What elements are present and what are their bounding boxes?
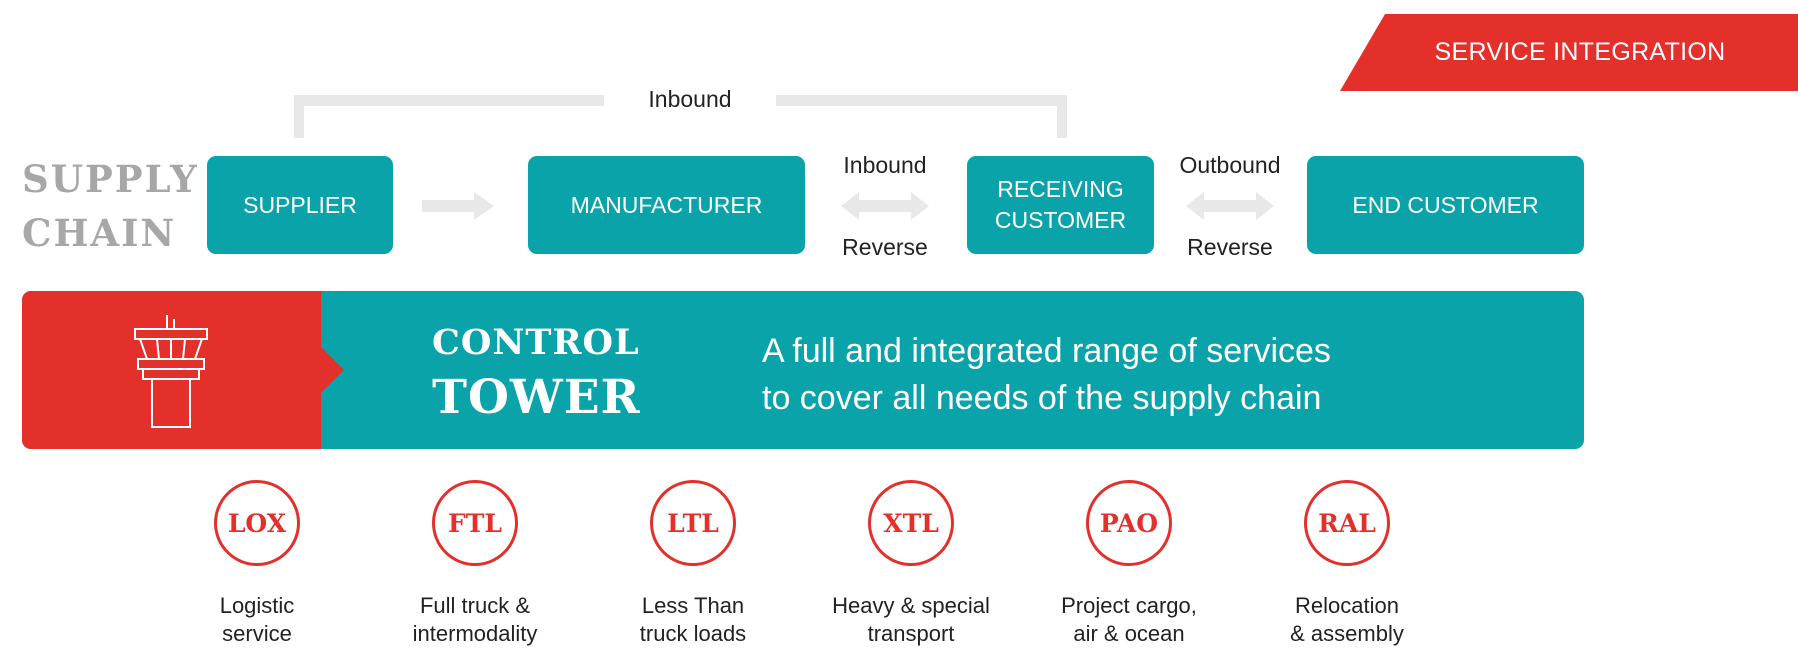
service-code-badge: XTL [868, 480, 954, 566]
service-code-badge: PAO [1086, 480, 1172, 566]
supplier-box-label: SUPPLIER [243, 191, 357, 218]
inbound-bracket-left [294, 95, 304, 138]
control-tower-desc-line2: to cover all needs of the supply chain [762, 379, 1322, 417]
service-label: Project cargo, air & ocean [1034, 592, 1224, 648]
right-arrow-icon [422, 192, 494, 220]
banner-label: SERVICE INTEGRATION [1434, 38, 1726, 66]
receiving-customer-box-label-line2: CUSTOMER [994, 207, 1127, 233]
service-label-line1: Project cargo, [1061, 593, 1197, 618]
control-tower-notch [321, 347, 344, 393]
service-label-line1: Less Than [641, 593, 745, 618]
service-ral: RAL Relocation & assembly [1252, 480, 1442, 648]
manufacturer-box-label: MANUFACTURER [570, 191, 763, 218]
service-ltl: LTL Less Than truck loads [598, 480, 788, 648]
service-lox: LOX Logistic service [162, 480, 352, 648]
right-arrow-top-label: Outbound [1179, 152, 1281, 178]
service-pao: PAO Project cargo, air & ocean [1034, 480, 1224, 648]
service-label-line2: intermodality [412, 621, 538, 646]
supply-chain-title: SUPPLY CHAIN [22, 152, 199, 260]
mid-arrow-bottom-label: Reverse [842, 234, 928, 260]
control-tower-icon [134, 315, 208, 428]
service-label-line2: service [222, 621, 292, 646]
service-label: Relocation & assembly [1252, 592, 1442, 648]
service-label-line1: Heavy & special [832, 593, 990, 618]
service-label: Logistic service [162, 592, 352, 648]
service-code-badge: LTL [650, 480, 736, 566]
service-label: Heavy & special transport [816, 592, 1006, 648]
manufacturer-box: MANUFACTURER [528, 156, 805, 254]
control-tower-title-line2: TOWER [432, 370, 641, 425]
inbound-bracket-right [1057, 95, 1067, 138]
supply-chain-title-line2: CHAIN [22, 211, 177, 255]
end-customer-box-label: END CUSTOMER [1352, 191, 1539, 218]
receiving-customer-box-label-line1: RECEIVING [997, 176, 1124, 202]
supply-chain-title-line1: SUPPLY [22, 157, 199, 201]
control-tower-desc-line1: A full and integrated range of services [762, 332, 1331, 370]
service-label-line1: Relocation [1295, 593, 1399, 618]
service-label-line2: air & ocean [1073, 621, 1185, 646]
double-arrow-icon [1186, 192, 1274, 220]
end-customer-box: END CUSTOMER [1307, 156, 1584, 254]
service-label-line1: Full truck & [419, 593, 531, 618]
service-code-badge: FTL [432, 480, 518, 566]
service-label: Less Than truck loads [598, 592, 788, 648]
service-code-badge: RAL [1304, 480, 1390, 566]
control-tower-bar [22, 291, 1584, 449]
mid-arrow-top-label: Inbound [843, 152, 927, 178]
receiving-customer-box: RECEIVING CUSTOMER [967, 156, 1154, 254]
control-tower-title-line1: CONTROL [432, 322, 640, 363]
inbound-bracket-top-left [294, 95, 604, 106]
inbound-top-label: Inbound [648, 86, 732, 112]
service-label-line1: Logistic [219, 593, 295, 618]
service-label-line2: transport [867, 621, 955, 646]
control-tower-description: A full and integrated range of services … [762, 328, 1522, 422]
right-arrow-bottom-label: Reverse [1187, 234, 1273, 260]
service-ftl: FTL Full truck & intermodality [380, 480, 570, 648]
service-label: Full truck & intermodality [380, 592, 570, 648]
service-code-badge: LOX [214, 480, 300, 566]
control-tower-icon-panel [22, 291, 321, 449]
supplier-box: SUPPLIER [207, 156, 393, 254]
service-label-line2: & assembly [1290, 621, 1404, 646]
service-xtl: XTL Heavy & special transport [816, 480, 1006, 648]
service-integration-banner: SERVICE INTEGRATION [1340, 14, 1798, 91]
service-label-line2: truck loads [639, 621, 747, 646]
double-arrow-icon [841, 192, 929, 220]
inbound-bracket-top-right [776, 95, 1067, 106]
